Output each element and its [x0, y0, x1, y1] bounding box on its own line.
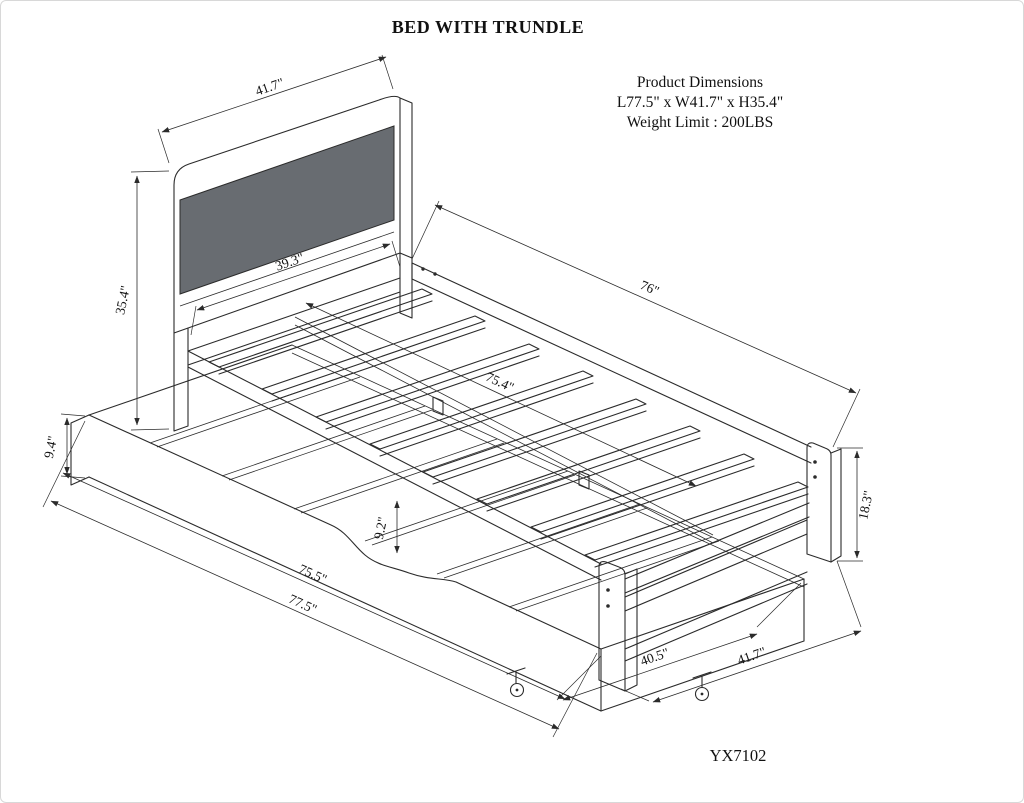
trundle-left-top-edge — [88, 344, 293, 416]
dim-label-slat-support-length: 75.4" — [484, 369, 517, 395]
dim-label-trundle-side-height: 9.4" — [41, 435, 60, 460]
near-foot-post-side — [624, 568, 638, 692]
product-info-weight: Weight Limit : 200LBS — [627, 114, 773, 131]
dim-label-footboard-height: 18.3" — [855, 489, 876, 521]
model-number: YX7102 — [710, 746, 767, 765]
foot-cross-rail — [624, 502, 810, 594]
dim-overall-height: 35.4" — [112, 170, 170, 431]
far-side-rail — [411, 262, 812, 464]
trundle-front-bottom — [88, 476, 602, 712]
product-info-block: Product Dimensions L77.5" x W41.7" x H35… — [617, 74, 783, 131]
rail-bolt-dot — [421, 267, 425, 271]
dim-label-headboard-width: 41.7" — [253, 75, 285, 99]
headboard-left-leg — [173, 327, 189, 432]
dim-label-trundle-length: 77.5" — [286, 591, 319, 617]
trundle-front-rim — [88, 414, 602, 650]
dim-trundle-side-height: 9.4" — [41, 413, 86, 479]
bed-frame — [187, 262, 812, 594]
dim-footboard-height: 18.3" — [837, 447, 876, 562]
dim-frame-length: 76" — [411, 200, 861, 448]
headboard-thickness — [399, 97, 413, 259]
trundle — [70, 344, 805, 712]
far-foot-post-side — [830, 448, 842, 563]
caster-wheel — [692, 671, 712, 702]
caster-wheel — [506, 667, 526, 698]
dim-frame-width: 41.7" — [620, 560, 862, 703]
dim-label-overall-height: 35.4" — [112, 284, 133, 316]
trundle-right-end — [600, 578, 805, 712]
product-info-heading: Product Dimensions — [637, 74, 763, 91]
dim-trundle-inner-height: 9.2" — [371, 500, 400, 554]
foot-rail-upper — [624, 519, 808, 612]
footboard — [598, 442, 842, 692]
far-foot-post — [806, 442, 832, 563]
rail-bolt-dot — [433, 272, 437, 276]
product-info-size: L77.5" x W41.7" x H35.4" — [617, 94, 783, 111]
dim-label-trundle-inner-height: 9.2" — [371, 516, 390, 541]
dim-trundle-width: 40.5" — [556, 582, 802, 701]
page-title: BED WITH TRUNDLE — [392, 17, 584, 37]
dim-label-trundle-inner-length: 75.5" — [296, 561, 329, 587]
dim-label-frame-width: 41.7" — [735, 644, 767, 668]
dim-label-frame-length: 76" — [638, 277, 661, 298]
trundle-left-end — [70, 414, 90, 486]
